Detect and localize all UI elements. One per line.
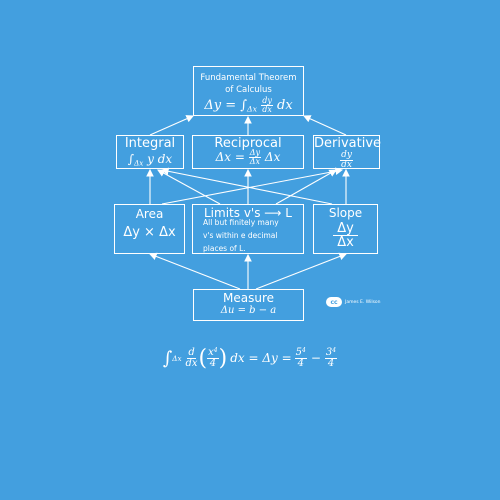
eq-f2-base: 3 <box>325 346 333 358</box>
limits-note-line1: All but finitely many <box>203 218 279 227</box>
ftc-den: dx <box>262 105 272 114</box>
limits-box: Limits v's ⟶ L All but finitely many v's… <box>192 204 304 254</box>
slope-title: Slope <box>328 206 363 220</box>
ftc-title-line1: Fundamental Theorem <box>200 73 297 83</box>
eq-f1-sup: 4 <box>302 346 306 354</box>
eq-x4-num: x4 <box>207 346 219 359</box>
derivative-den: dx <box>341 160 352 170</box>
area-formula: Δy × Δx <box>123 225 176 240</box>
ftc-num: dy <box>261 96 273 106</box>
reciprocal-title: Reciprocal <box>214 136 282 151</box>
reciprocal-lhs: Δx = <box>215 150 245 164</box>
eq-mid: dx = Δy = <box>230 351 292 365</box>
integral-sub: Δx <box>134 158 144 168</box>
eq-x-sup: 4 <box>213 346 218 354</box>
eq-f2-num: 34 <box>324 346 338 359</box>
reciprocal-fraction: Δy Δx <box>248 148 262 166</box>
integral-formula: ∫Δx y dx <box>117 151 183 172</box>
arrow-slope-integral <box>160 167 333 205</box>
slope-den: Δx <box>337 235 354 250</box>
slope-formula: Δy Δx <box>314 222 377 249</box>
arrow-area-derivative <box>161 167 344 205</box>
ftc-box: Fundamental Theorem of Calculus Δy = ∫Δx… <box>193 66 304 116</box>
integral-title: Integral <box>124 136 176 151</box>
ftc-integral-sub: Δx <box>247 104 258 114</box>
measure-formula: Δu = b − a <box>220 305 277 316</box>
slope-fraction: Δy Δx <box>333 222 358 249</box>
limits-note: All but finitely many v's within e decim… <box>203 216 299 255</box>
derivative-num: dy <box>340 150 353 161</box>
derivative-title: Derivative <box>314 136 382 151</box>
ftc-formula: Δy = ∫Δx dy dx dx <box>194 97 303 114</box>
eq-integral-sub: Δx <box>172 353 182 363</box>
measure-box: Measure Δu = b − a <box>193 289 304 321</box>
reciprocal-tail: Δx <box>264 150 281 164</box>
limits-note-line3: places of L. <box>203 244 246 253</box>
ftc-tail: dx <box>277 98 293 113</box>
arrow-derivative-ftc <box>302 115 347 136</box>
limits-note-line2: v's within e decimal <box>203 231 278 240</box>
eq-f1-base: 5 <box>295 346 303 358</box>
eq-d-num: d <box>187 346 196 359</box>
derivative-fraction: dy dx <box>340 151 353 170</box>
slope-box: Slope Δy Δx <box>313 204 378 254</box>
eq-f2-den: 4 <box>327 357 335 369</box>
arrow-measure-area <box>148 252 241 290</box>
eq-f2-fraction: 34 4 <box>324 346 338 369</box>
eq-f2-sup: 4 <box>332 346 337 354</box>
eq-minus: − <box>310 351 321 365</box>
eq-f1-den: 4 <box>297 357 304 369</box>
ftc-fraction: dy dx <box>261 97 273 114</box>
arrow-limits-integral <box>157 169 221 205</box>
arrow-limits-derivative <box>275 169 337 205</box>
integral-box: Integral ∫Δx y dx <box>116 135 184 169</box>
ftc-title-line2: of Calculus <box>225 85 272 95</box>
eq-derivative-fraction: d dx <box>185 346 199 369</box>
ftc-lhs: Δy <box>204 98 222 113</box>
eq-paren-open: ( <box>198 345 208 371</box>
derivative-box: Derivative dy dx <box>313 135 382 170</box>
ftc-equals: = <box>225 98 237 113</box>
derivative-formula: dy dx <box>314 151 379 170</box>
credit: cc James E. Wilson <box>326 297 381 307</box>
limits-title: Limits v's ⟶ L <box>204 206 292 220</box>
reciprocal-den: Δx <box>249 157 261 166</box>
area-title: Area <box>135 207 164 221</box>
slope-num: Δy <box>333 222 358 236</box>
eq-f1-fraction: 54 4 <box>294 346 307 369</box>
eq-x4-den: 4 <box>209 357 217 369</box>
bottom-equation: ∫Δx d dx ( x4 4 ) dx = Δy = 54 4 − 34 4 <box>150 338 350 378</box>
reciprocal-box: Reciprocal Δx = Δy Δx Δx <box>192 135 304 169</box>
eq-x: x <box>208 346 214 358</box>
eq-f1-num: 54 <box>294 346 307 359</box>
arrow-integral-ftc <box>149 115 195 136</box>
cc-icon: cc <box>326 297 342 307</box>
measure-title: Measure <box>223 291 274 305</box>
integral-sign: ∫ <box>127 152 135 166</box>
eq-d-den: dx <box>185 357 198 369</box>
eq-integral-sign: ∫ <box>162 347 173 369</box>
eq-x4-fraction: x4 4 <box>207 346 219 369</box>
integral-expr: y dx <box>147 152 173 166</box>
eq-paren-close: ) <box>218 345 228 371</box>
reciprocal-formula: Δx = Δy Δx Δx <box>193 149 303 166</box>
credit-name: James E. Wilson <box>345 299 381 305</box>
reciprocal-num: Δy <box>248 148 262 158</box>
ftc-integral-sign: ∫ <box>240 98 248 113</box>
arrow-measure-slope <box>255 252 348 290</box>
area-box: Area Δy × Δx <box>114 204 185 254</box>
